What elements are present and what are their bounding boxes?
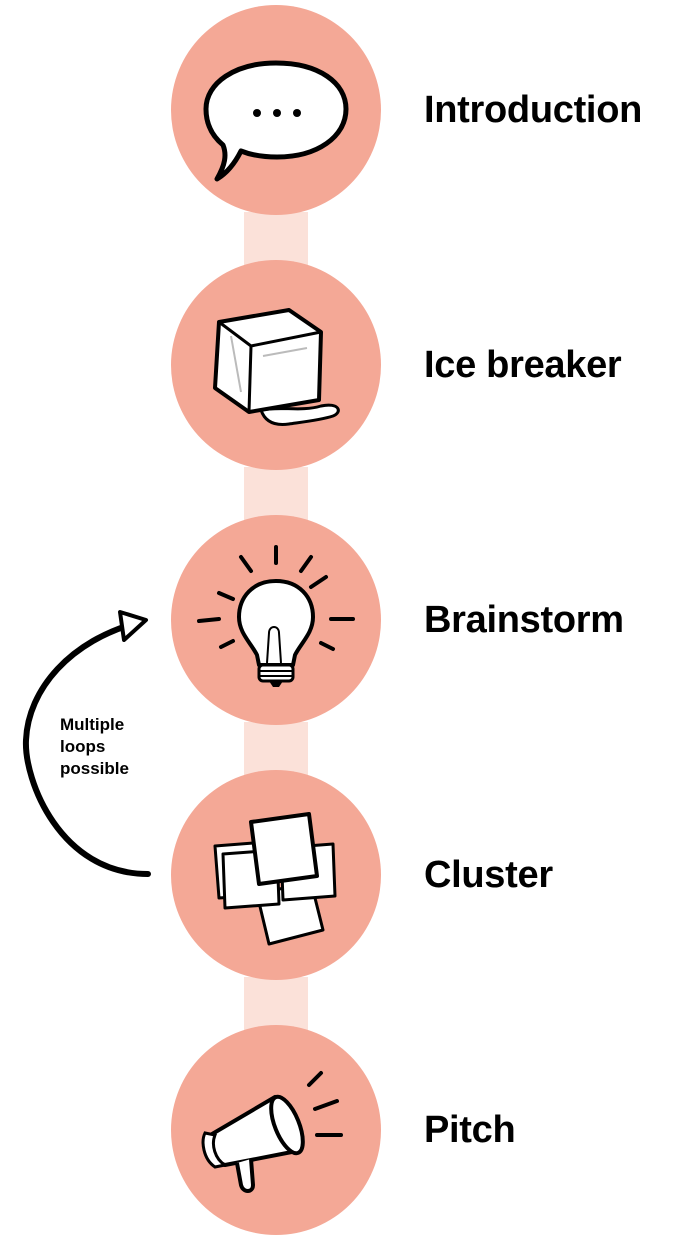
step-pitch-label: Pitch bbox=[424, 1109, 516, 1151]
connector-brainstorm-cluster bbox=[244, 722, 308, 778]
step-ice-breaker-label: Ice breaker bbox=[424, 344, 622, 386]
loop-note: Multiple loops possible bbox=[60, 714, 129, 780]
step-introduction-circle bbox=[171, 5, 381, 215]
loop-note-line-2: loops bbox=[60, 737, 106, 756]
arrowhead-icon bbox=[118, 610, 148, 642]
connector-cluster-pitch bbox=[244, 977, 308, 1033]
loop-note-line-1: Multiple bbox=[60, 715, 125, 734]
step-cluster-circle bbox=[171, 770, 381, 980]
step-cluster-label: Cluster bbox=[424, 854, 553, 896]
step-ice-breaker-circle bbox=[171, 260, 381, 470]
step-introduction-label: Introduction bbox=[424, 89, 643, 131]
connector-intro-icebreaker bbox=[244, 212, 308, 268]
ice-cube-icon bbox=[213, 308, 340, 426]
light-bulb-icon bbox=[197, 545, 355, 687]
step-brainstorm-label: Brainstorm bbox=[424, 599, 624, 641]
sticky-notes-icon bbox=[213, 812, 337, 946]
connector-icebreaker-brainstorm bbox=[244, 467, 308, 523]
megaphone-icon bbox=[201, 1071, 343, 1193]
step-pitch-circle bbox=[171, 1025, 381, 1235]
step-brainstorm-circle bbox=[171, 515, 381, 725]
speech-bubble-icon bbox=[203, 60, 349, 182]
loop-note-line-3: possible bbox=[60, 759, 129, 778]
